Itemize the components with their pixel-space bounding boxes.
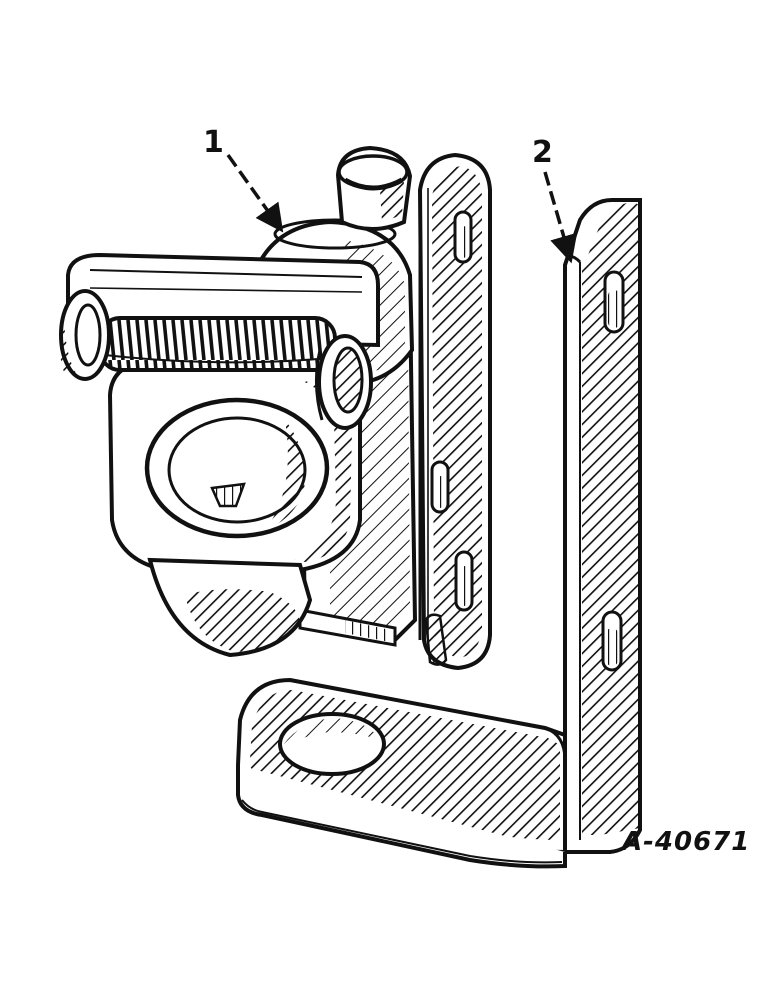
- mounting-bracket: [235, 198, 642, 869]
- hinge-knuckle-right: [314, 334, 373, 430]
- callout-number-1: 1: [203, 125, 224, 160]
- socket-mounting-flange: [417, 152, 492, 671]
- callout-number-2: 2: [532, 135, 553, 170]
- bracket-slot-upper: [603, 270, 625, 334]
- bracket-foot-hole: [278, 712, 386, 776]
- callout-leader-2: [543, 171, 578, 264]
- figure-reference-code: A-40671: [622, 827, 751, 857]
- hinge-spring: [98, 316, 337, 372]
- socket-front-face: [107, 357, 362, 658]
- callout-leader-1: [226, 153, 284, 233]
- bracket-slot-lower: [601, 610, 623, 672]
- hinge-knuckle-left: [59, 289, 111, 381]
